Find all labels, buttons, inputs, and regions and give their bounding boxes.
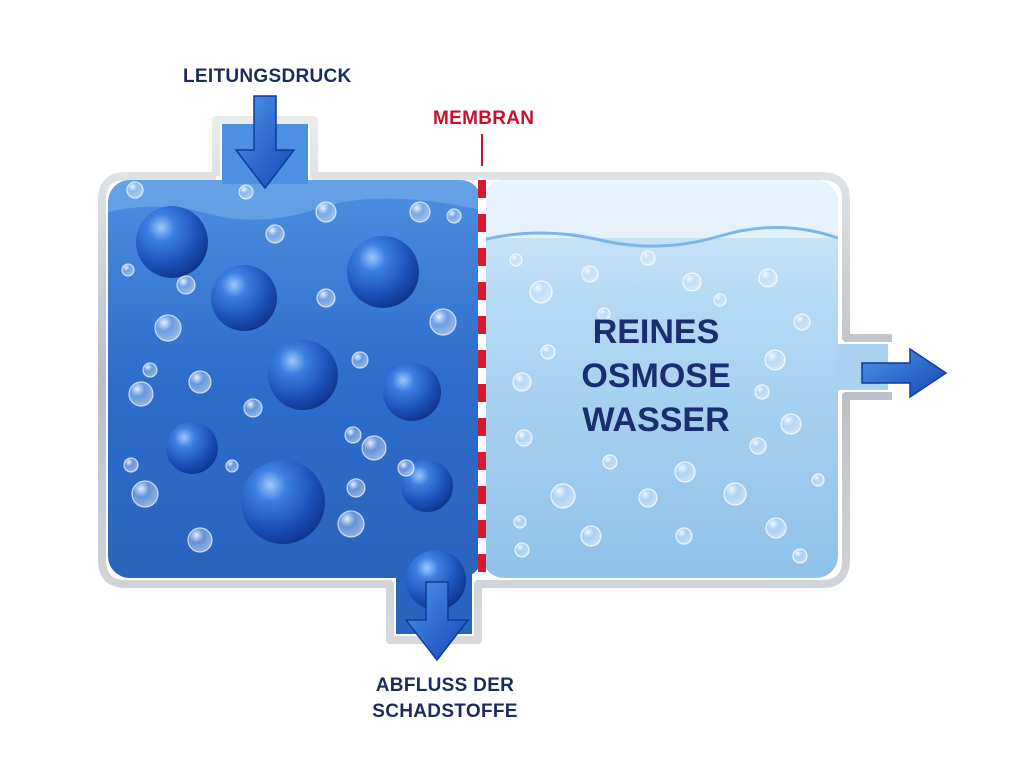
inlet-arrow-icon: [234, 95, 296, 190]
contaminant-particles: [136, 206, 466, 610]
pure-water-bubbles: [509, 250, 825, 564]
inlet-pressure-label: LEITUNGSDRUCK: [183, 66, 352, 87]
tank-frame: [98, 116, 892, 644]
pure-water-label-line-3: WASSER: [582, 401, 730, 439]
outlet-arrow-icon: [861, 347, 948, 399]
drain-arrow-icon: [404, 581, 470, 662]
pure-water-label-line-1: REINES: [592, 313, 720, 351]
pure-water-compartment: [482, 180, 838, 578]
pure-water-label: REINES OSMOSE WASSER: [556, 310, 756, 442]
feed-bubbles: [121, 181, 462, 553]
drain-label-line-2: SCHADSTOFFE: [372, 701, 518, 722]
pure-water-label-line-2: OSMOSE: [581, 357, 731, 395]
membrane-label: MEMBRAN: [433, 108, 535, 129]
drain-label-line-1: ABFLUSS DER: [375, 675, 515, 696]
drain-label: ABFLUSS DER SCHADSTOFFE: [352, 673, 538, 725]
